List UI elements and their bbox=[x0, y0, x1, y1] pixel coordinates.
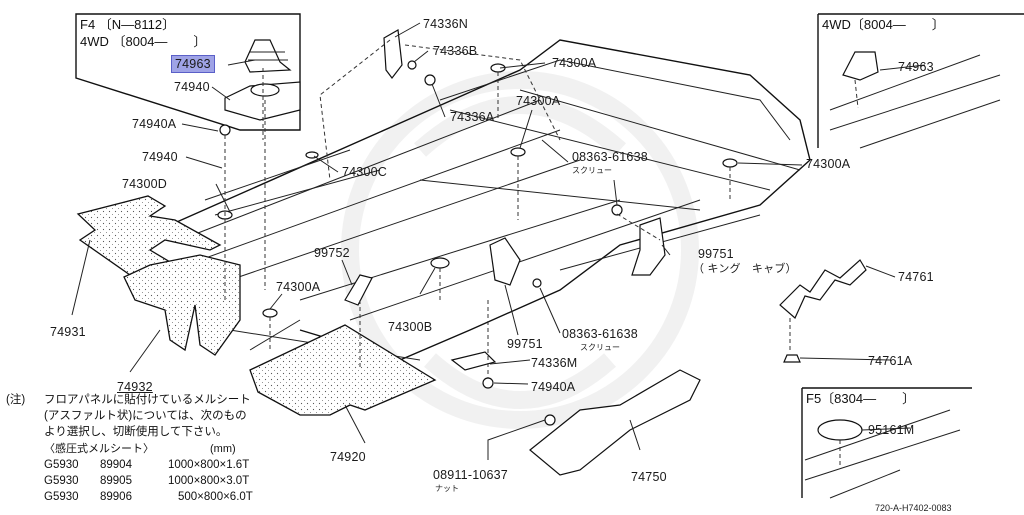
row-code1: G5930 bbox=[44, 459, 79, 471]
bolt-74761A-part[interactable] bbox=[783, 354, 801, 363]
leader-lines bbox=[71, 22, 926, 460]
part-label-74336N[interactable]: 74336N bbox=[423, 17, 468, 31]
part-label-74300A[interactable]: 74300A bbox=[552, 56, 597, 70]
part-label-74940A[interactable]: 74940A bbox=[132, 117, 177, 131]
row-code2: 89906 bbox=[100, 491, 132, 503]
bracket-74336N-part[interactable] bbox=[383, 29, 403, 79]
part-label-74300A[interactable]: 74300A bbox=[516, 94, 561, 108]
part-label-99752[interactable]: 99752 bbox=[314, 246, 350, 260]
row-code2: 89904 bbox=[100, 459, 132, 471]
row-size: 500×800×6.0T bbox=[178, 491, 253, 503]
part-label-74300D[interactable]: 74300D bbox=[122, 177, 167, 191]
part-label-74761[interactable]: 74761 bbox=[898, 270, 934, 284]
part-label-74963[interactable]: 74963 bbox=[171, 55, 215, 73]
note-line: フロアパネルに貼付けているメルシート bbox=[44, 394, 251, 406]
part-label-74300A[interactable]: 74300A bbox=[276, 280, 321, 294]
part-label-74750[interactable]: 74750 bbox=[631, 470, 667, 484]
part-label-74963-4wd[interactable]: 74963 bbox=[898, 60, 934, 74]
part-label-74940[interactable]: 74940 bbox=[174, 80, 210, 94]
inset-box-4wd bbox=[817, 13, 1024, 148]
floor-panel bbox=[169, 39, 811, 361]
note-table-title: 〈感圧式メルシート〉 bbox=[44, 443, 154, 455]
part-sublabel-nut: ナット bbox=[435, 484, 459, 493]
part-label-74940[interactable]: 74940 bbox=[142, 150, 178, 164]
assembly-lines bbox=[224, 39, 859, 465]
part-label-08363-61638[interactable]: 08363-61638 bbox=[562, 327, 638, 341]
part-label-74761A[interactable]: 74761A bbox=[868, 354, 913, 368]
part-label-74920[interactable]: 74920 bbox=[330, 450, 366, 464]
member-74761-part[interactable] bbox=[779, 259, 867, 319]
inset-header-4wd: 4WD〔8004— 〕 bbox=[822, 17, 945, 32]
part-label-74300C[interactable]: 74300C bbox=[342, 165, 387, 179]
tunnel-cover-74750-part[interactable] bbox=[529, 369, 701, 476]
insulator-74920[interactable] bbox=[249, 324, 437, 416]
part-label-74300A[interactable]: 74300A bbox=[806, 157, 851, 171]
part-label-99751[interactable]: 99751 bbox=[698, 247, 734, 261]
bracket-99751-center-part[interactable] bbox=[489, 237, 521, 286]
inset-box-f4 bbox=[75, 13, 301, 131]
part-label-74931[interactable]: 74931 bbox=[50, 325, 86, 339]
part-sublabel-screw: スクリュー bbox=[572, 166, 612, 175]
row-code2: 89905 bbox=[100, 475, 132, 487]
part-label-74300B[interactable]: 74300B bbox=[388, 320, 433, 334]
inset-header-f4: F4 〔N—8112〕 bbox=[80, 17, 176, 32]
inset-box-f5 bbox=[801, 387, 972, 498]
plate-74336M-part[interactable] bbox=[450, 351, 497, 371]
part-sublabel-screw: スクリュー bbox=[580, 343, 620, 352]
boot-74963-part[interactable] bbox=[244, 39, 292, 73]
inset-header-f4-4wd: 4WD 〔8004— 〕 bbox=[80, 34, 207, 49]
part-label-99751[interactable]: 99751 bbox=[507, 337, 543, 351]
part-label-74940A[interactable]: 74940A bbox=[531, 380, 576, 394]
row-size: 1000×800×3.0T bbox=[168, 475, 250, 487]
part-label-74336M[interactable]: 74336M bbox=[531, 356, 578, 370]
row-code1: G5930 bbox=[44, 491, 79, 503]
row-code1: G5930 bbox=[44, 475, 79, 487]
diagram-reference-code: 720-A-H7402-0083 bbox=[875, 503, 952, 513]
note-line: より選択し、切断使用して下さい。 bbox=[44, 426, 228, 438]
plug-95161M-part[interactable] bbox=[817, 419, 863, 441]
note-table-unit: (mm) bbox=[210, 443, 236, 455]
part-label-74336B[interactable]: 74336B bbox=[433, 44, 478, 58]
note-line: (アスファルト状)については、次のもの bbox=[44, 410, 247, 422]
insulator-74932[interactable] bbox=[123, 254, 241, 356]
row-size: 1000×800×1.6T bbox=[168, 459, 250, 471]
bracket-99752-part[interactable] bbox=[344, 274, 373, 306]
part-label-08363-61638[interactable]: 08363-61638 bbox=[572, 150, 648, 164]
part-label-08911-10637[interactable]: 08911-10637 bbox=[433, 468, 508, 482]
part-label-74932[interactable]: 74932 bbox=[117, 380, 153, 394]
boot-74963-4wd-part[interactable] bbox=[842, 51, 879, 81]
bracket-99751-part[interactable] bbox=[631, 217, 666, 276]
part-sublabel-king-cab: （ キング キャブ） bbox=[693, 263, 797, 275]
inset-header-f5: F5〔8304— 〕 bbox=[806, 391, 916, 406]
cover-74940-part[interactable] bbox=[224, 81, 301, 121]
part-label-95161M[interactable]: 95161M bbox=[868, 423, 915, 437]
watermark bbox=[341, 71, 699, 429]
part-label-74336A[interactable]: 74336A bbox=[450, 110, 495, 124]
note-prefix: (注) bbox=[6, 394, 26, 406]
